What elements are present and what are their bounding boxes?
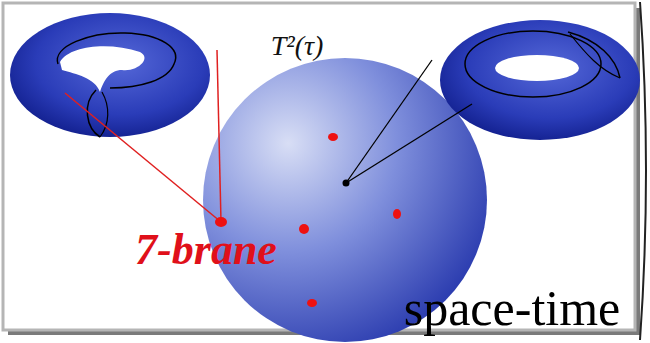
torus-cycle	[568, 32, 620, 78]
brane-dot	[328, 133, 338, 141]
torus-label: T²(τ)	[271, 32, 324, 60]
leader-line	[346, 104, 472, 183]
torus-hole	[495, 55, 579, 81]
leader-line	[65, 93, 221, 222]
leader-line	[217, 50, 221, 222]
brane-label: 7-brane	[135, 228, 277, 272]
leader-line	[346, 60, 432, 183]
brane-dot	[299, 224, 309, 234]
pinched-torus	[10, 13, 210, 137]
torus-cycle	[100, 92, 108, 137]
brane-dot	[393, 209, 401, 219]
torus-cycle	[570, 34, 620, 78]
spacetime-label: space-time	[404, 283, 621, 333]
bracket	[640, 2, 646, 340]
torus-cycle	[57, 33, 175, 88]
brane-dot	[307, 299, 317, 307]
torus	[440, 20, 640, 140]
brane-dot	[215, 217, 227, 227]
torus-cycle	[465, 31, 601, 97]
point-dot	[343, 180, 350, 187]
torus-hole	[60, 46, 145, 92]
